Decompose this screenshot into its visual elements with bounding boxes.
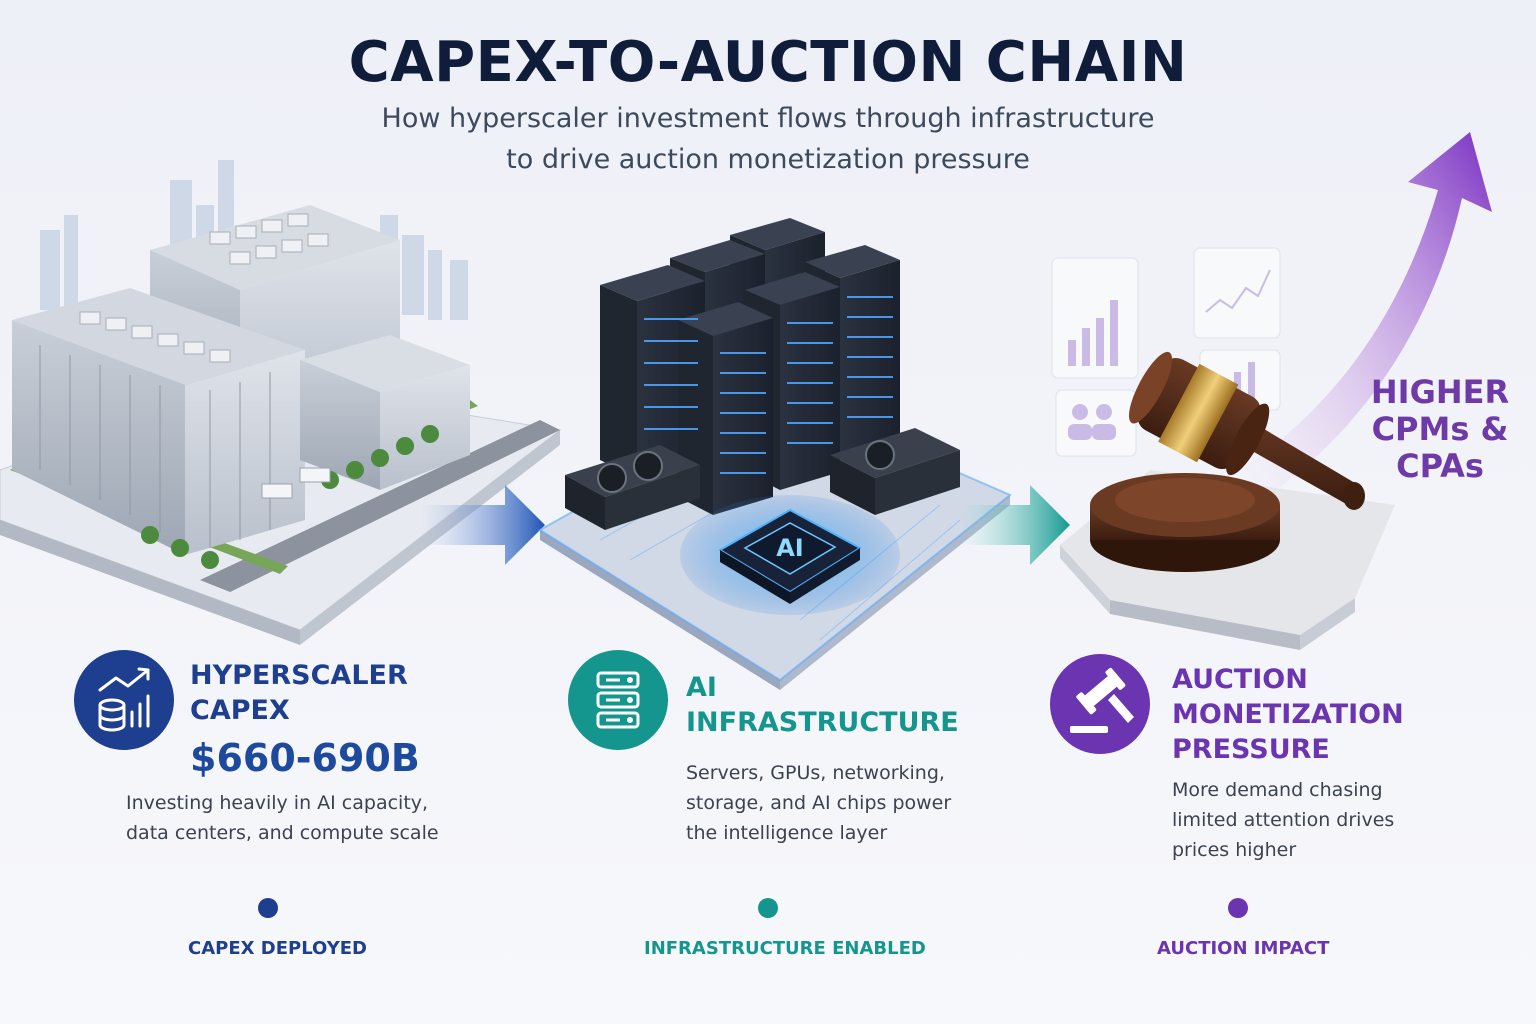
result-line-3: CPAs — [1396, 447, 1484, 485]
auction-heading-line-1: AUCTION — [1172, 664, 1308, 695]
infra-heading-line-2: INFRASTRUCTURE — [686, 707, 959, 738]
auction-heading-line-2: MONETIZATION — [1172, 699, 1404, 730]
auction-badge — [1050, 654, 1150, 754]
gavel-illustration — [1060, 351, 1395, 650]
result-line-1: HIGHER — [1370, 373, 1510, 411]
gavel-icon — [1070, 667, 1134, 733]
capex-chart-coins-icon — [98, 667, 150, 732]
auction-description: More demand chasing limited attention dr… — [1172, 775, 1394, 865]
timeline-label-infra: INFRASTRUCTURE ENABLED — [644, 938, 926, 959]
capex-description: Investing heavily in AI capacity, data c… — [126, 788, 439, 848]
gpu-card-right — [830, 428, 960, 515]
timeline-label-capex: CAPEX DEPLOYED — [188, 938, 367, 959]
auction-desc-line-3: prices higher — [1172, 839, 1297, 861]
auction-desc-line-2: limited attention drives — [1172, 809, 1395, 831]
auction-heading-line-3: PRESSURE — [1172, 734, 1330, 765]
capex-heading: HYPERSCALER CAPEX — [190, 658, 408, 728]
infra-heading-line-1: AI — [686, 672, 717, 703]
flow-arrow-infra-to-auction — [960, 485, 1070, 565]
infra-desc-line-3: the intelligence layer — [686, 822, 888, 844]
capex-badge — [74, 650, 174, 750]
gpu-card-left — [565, 445, 700, 530]
capex-heading-line-1: HYPERSCALER — [190, 660, 408, 691]
stage-timeline — [258, 898, 1248, 918]
subtitle-line-1: How hyperscaler investment flows through… — [381, 103, 1155, 134]
ai-infrastructure-illustration: AI — [538, 218, 1012, 690]
infra-desc-line-2: storage, and AI chips power — [686, 792, 952, 814]
server-stack-icon — [596, 671, 640, 729]
infra-heading: AI INFRASTRUCTURE — [686, 670, 959, 740]
auction-desc-line-1: More demand chasing — [1172, 779, 1383, 801]
ai-chip: AI — [680, 495, 900, 615]
page-subtitle: How hyperscaler investment flows through… — [368, 98, 1168, 180]
capex-amount: $660-690B — [190, 736, 420, 780]
infra-desc-line-1: Servers, GPUs, networking, — [686, 762, 945, 784]
page-title: CAPEX-TO-AUCTION CHAIN — [348, 30, 1188, 95]
result-line-2: CPMs & — [1371, 410, 1509, 448]
capex-heading-line-2: CAPEX — [190, 695, 290, 726]
subtitle-line-2: to drive auction monetization pressure — [506, 144, 1030, 175]
flow-arrow-capex-to-infra — [420, 485, 545, 565]
analytics-panels-background — [1051, 247, 1281, 457]
rising-price-arrow — [1240, 132, 1492, 500]
auction-heading: AUCTION MONETIZATION PRESSURE — [1172, 662, 1404, 767]
capex-desc-line-2: data centers, and compute scale — [126, 822, 439, 844]
capex-desc-line-1: Investing heavily in AI capacity, — [126, 792, 429, 814]
result-label: HIGHER CPMs & CPAs — [1360, 374, 1520, 485]
infra-description: Servers, GPUs, networking, storage, and … — [686, 758, 951, 848]
timeline-label-auction: AUCTION IMPACT — [1157, 938, 1330, 959]
ai-chip-label: AI — [776, 534, 804, 562]
